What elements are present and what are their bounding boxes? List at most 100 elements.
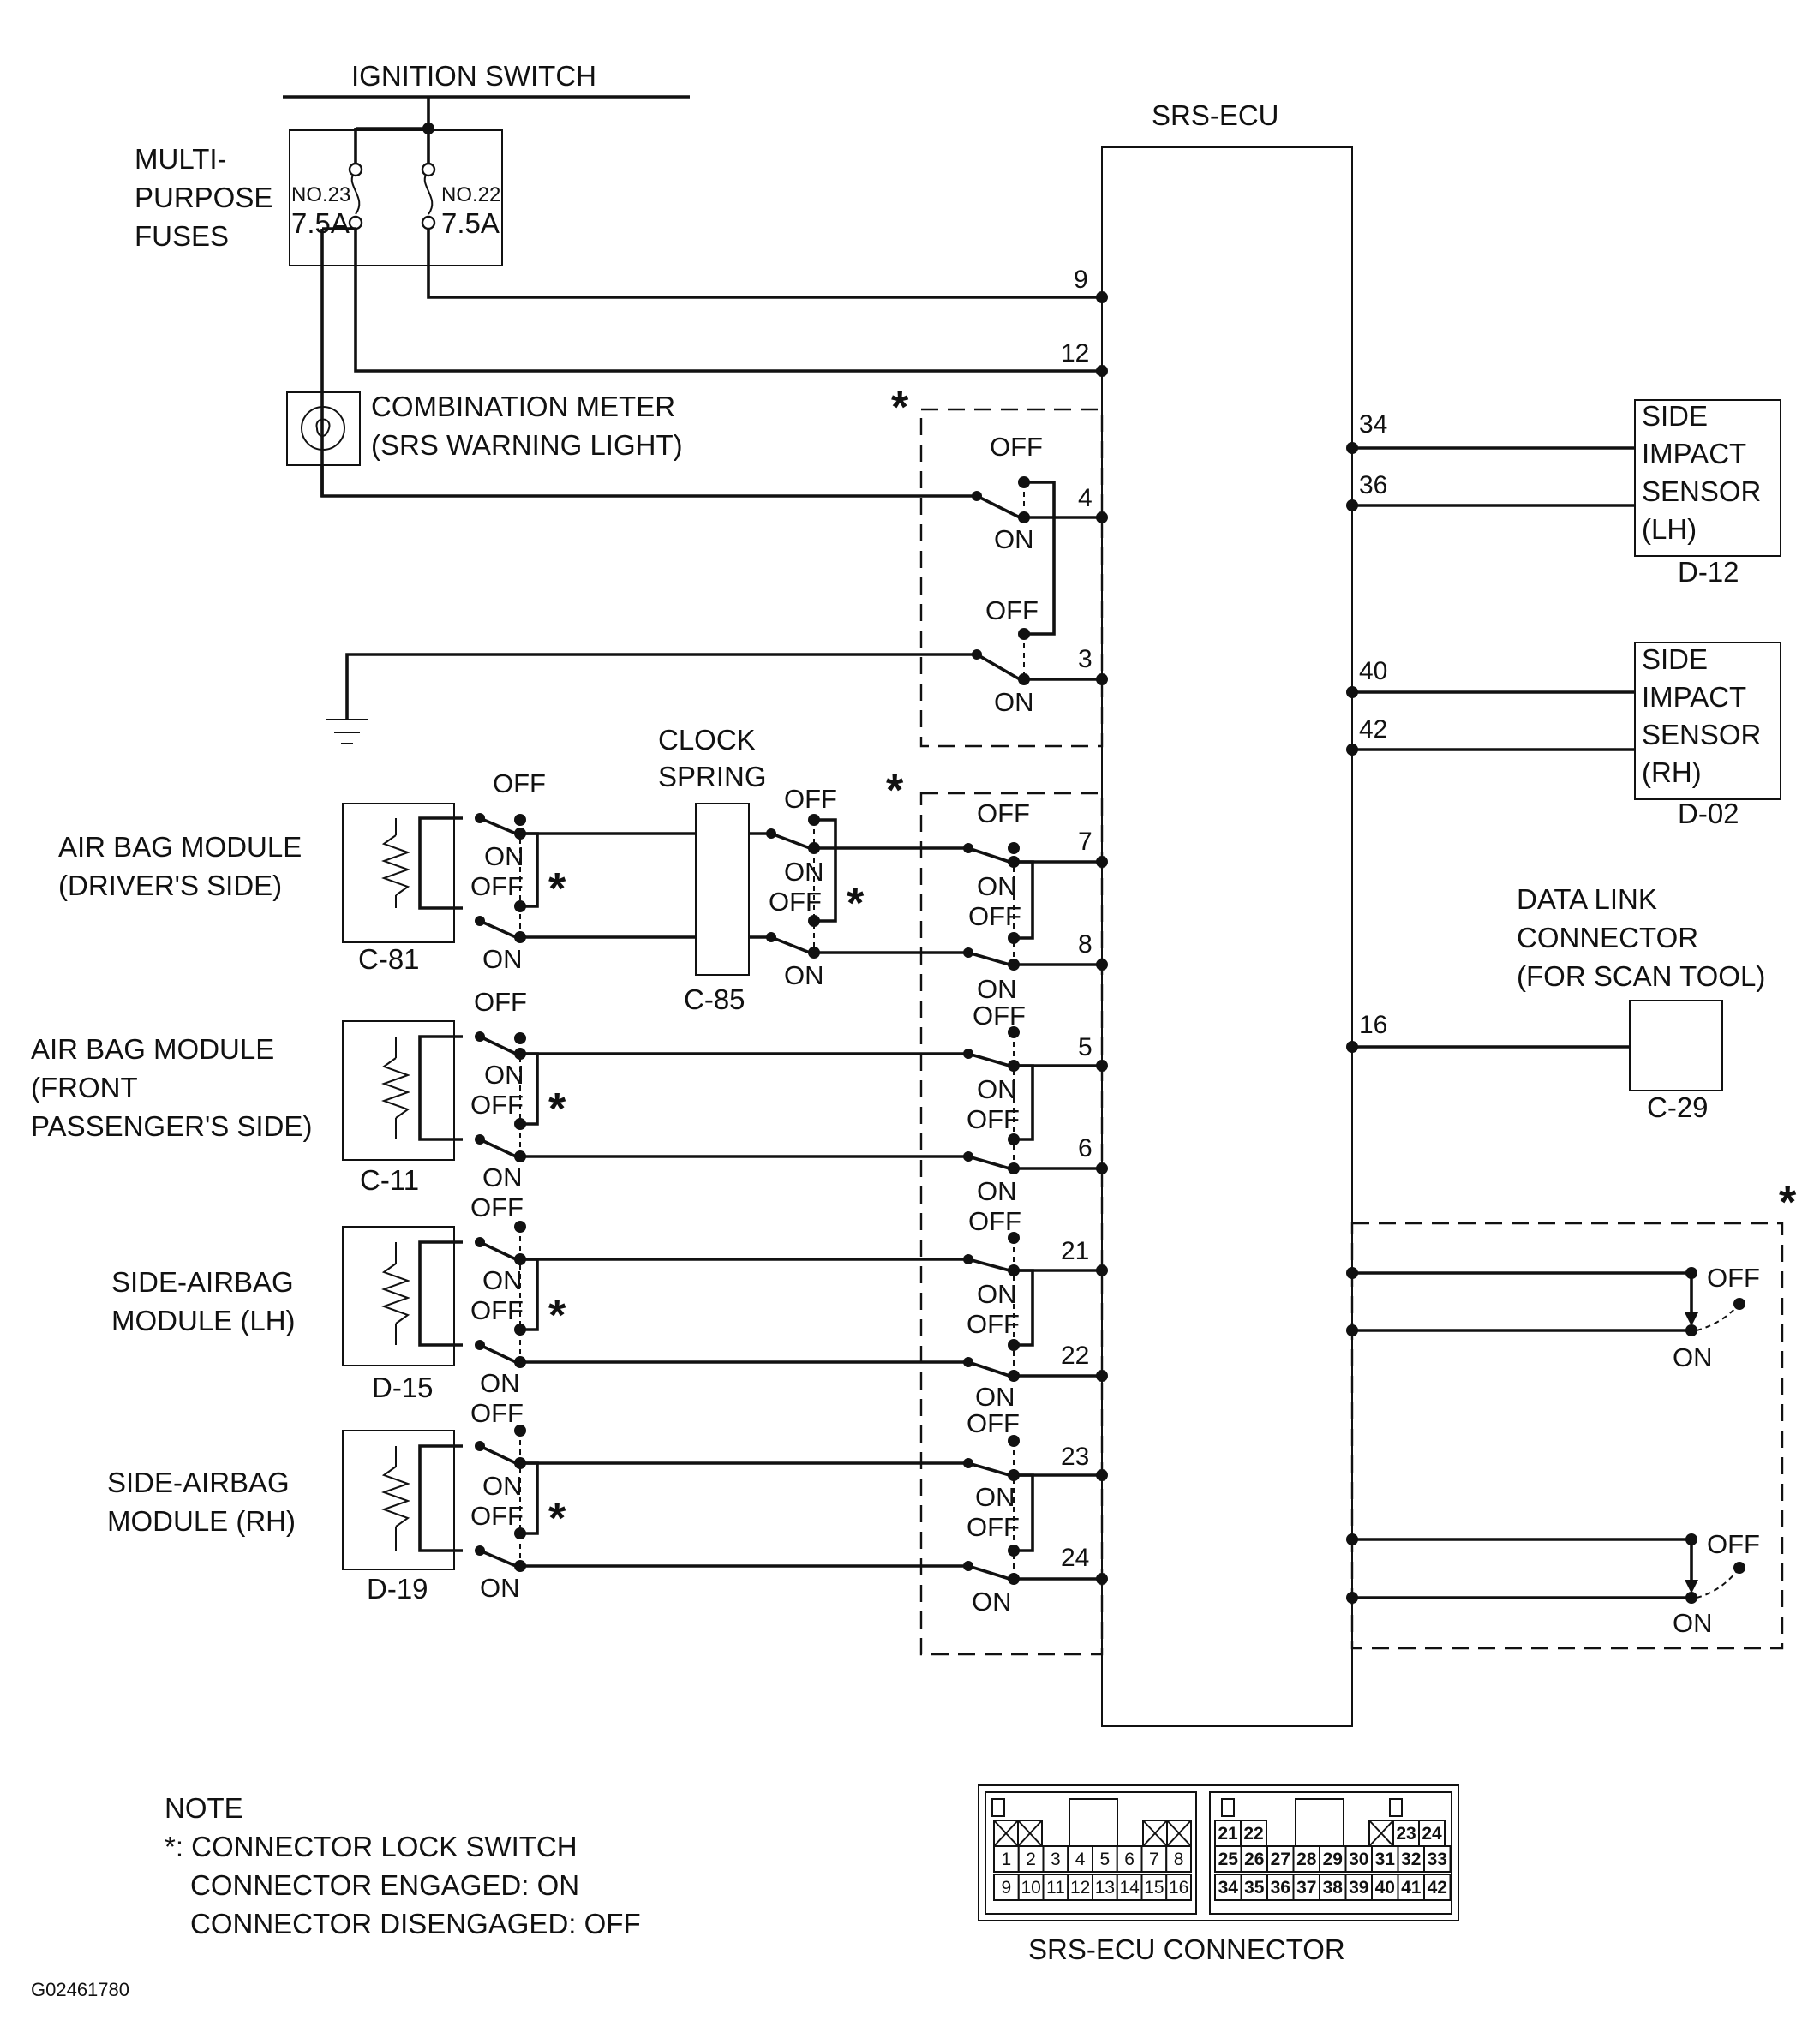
connector-cell (1423, 1874, 1452, 1901)
svg-text:ON: ON (480, 1368, 520, 1398)
data-link-connector: DATA LINK CONNECTOR (FOR SCAN TOOL) C-29 (1517, 883, 1765, 1123)
connector-pin-label: 36 (1271, 1878, 1290, 1898)
svg-text:OFF: OFF (474, 987, 527, 1017)
airbag-module-passenger: AIR BAG MODULE (FRONT PASSENGER'S SIDE) … (31, 1020, 463, 1196)
figure-id: G02461780 (31, 1979, 129, 2000)
svg-text:OFF: OFF (784, 784, 837, 814)
svg-text:SRS-ECU: SRS-ECU (1152, 99, 1279, 131)
svg-text:SIDE: SIDE (1642, 400, 1708, 432)
svg-text:ON: ON (975, 1482, 1015, 1512)
ecu-right-lock-switches: * OFF ON OFF ON (1346, 1178, 1797, 1650)
side-impact-sensor-rh: SIDE IMPACT SENSOR (RH) D-02 (1634, 642, 1781, 829)
svg-text:CLOCK: CLOCK (658, 724, 756, 756)
svg-text:SRS-ECU CONNECTOR: SRS-ECU CONNECTOR (1028, 1933, 1345, 1965)
svg-text:OFF: OFF (968, 901, 1021, 931)
connector-pin-label: 32 (1401, 1850, 1421, 1869)
connector-pin-label: 27 (1271, 1850, 1290, 1869)
connector-pin-label: 42 (1428, 1878, 1447, 1898)
svg-text:SIDE-AIRBAG: SIDE-AIRBAG (111, 1266, 294, 1298)
svg-text:ON: ON (484, 1060, 524, 1090)
connector-pin-label: 1 (1002, 1850, 1012, 1869)
svg-text:OFF: OFF (769, 887, 822, 917)
svg-text:9: 9 (1074, 266, 1088, 294)
note: NOTE *: CONNECTOR LOCK SWITCH CONNECTOR … (165, 1792, 641, 1939)
svg-text:(FRONT: (FRONT (31, 1072, 138, 1103)
svg-text:34: 34 (1359, 410, 1387, 439)
svg-text:7: 7 (1078, 828, 1093, 856)
connector-pin-label: 6 (1124, 1850, 1135, 1869)
connector-pin-label: 37 (1296, 1878, 1316, 1898)
connector-pin-label: 4 (1075, 1850, 1086, 1869)
svg-text:CONNECTOR: CONNECTOR (1517, 922, 1698, 953)
svg-text:IGNITION SWITCH: IGNITION SWITCH (351, 60, 596, 92)
svg-text:*: * (548, 1494, 566, 1544)
connector-cell (1140, 1845, 1168, 1873)
svg-text:NO.23: NO.23 (291, 183, 350, 206)
svg-text:OFF: OFF (493, 768, 546, 798)
svg-text:(RH): (RH) (1642, 756, 1702, 788)
svg-text:D-12: D-12 (1678, 556, 1739, 588)
svg-text:CONNECTOR DISENGAGED: OFF: CONNECTOR DISENGAGED: OFF (190, 1908, 641, 1939)
svg-text:SENSOR: SENSOR (1642, 475, 1761, 507)
svg-text:*: CONNECTOR LOCK SWITCH: *: CONNECTOR LOCK SWITCH (165, 1831, 578, 1862)
svg-text:AIR BAG MODULE: AIR BAG MODULE (58, 831, 302, 863)
svg-text:24: 24 (1061, 1544, 1089, 1572)
connector-pin-label: 9 (1002, 1878, 1012, 1898)
connector-pin-label: 22 (1243, 1824, 1263, 1844)
svg-text:OFF: OFF (1707, 1529, 1760, 1559)
svg-text:*: * (548, 1291, 566, 1341)
svg-text:ON: ON (480, 1573, 520, 1603)
svg-text:NOTE: NOTE (165, 1792, 243, 1824)
connector-pin-label: 15 (1144, 1878, 1164, 1898)
svg-text:PURPOSE: PURPOSE (135, 182, 272, 213)
svg-text:SIDE-AIRBAG: SIDE-AIRBAG (107, 1467, 290, 1498)
svg-text:(SRS WARNING LIGHT): (SRS WARNING LIGHT) (371, 429, 683, 461)
svg-text:SPRING: SPRING (658, 761, 767, 792)
connector-pin-label: 23 (1396, 1824, 1416, 1844)
svg-text:ON: ON (1673, 1608, 1713, 1638)
connector-pin-label: 31 (1375, 1850, 1396, 1869)
passenger-module-switch: OFF ON OFF ON * (470, 987, 968, 1192)
svg-text:(LH): (LH) (1642, 513, 1697, 545)
connector-pin-label: 39 (1349, 1878, 1368, 1898)
svg-text:ON: ON (482, 1471, 523, 1501)
connector-cell (993, 1874, 1020, 1901)
svg-text:6: 6 (1078, 1134, 1093, 1162)
svg-text:22: 22 (1061, 1342, 1089, 1370)
svg-text:ON: ON (975, 1382, 1015, 1412)
svg-text:D-19: D-19 (367, 1573, 428, 1605)
svg-text:AIR BAG MODULE: AIR BAG MODULE (31, 1033, 274, 1065)
svg-text:ON: ON (977, 1074, 1017, 1104)
svg-text:42: 42 (1359, 715, 1387, 744)
side-airbag-module-lh: SIDE-AIRBAG MODULE (LH) D-15 (111, 1226, 463, 1403)
connector-cell (1214, 1845, 1242, 1873)
svg-text:*: * (548, 864, 566, 914)
connector-pin-label: 26 (1244, 1850, 1264, 1869)
svg-text:OFF: OFF (967, 1309, 1020, 1339)
power-feed-wires (320, 227, 1102, 497)
svg-text:SENSOR: SENSOR (1642, 719, 1761, 750)
svg-text:FUSES: FUSES (135, 220, 229, 252)
side-airbag-module-rh: SIDE-AIRBAG MODULE (RH) D-19 (107, 1430, 463, 1605)
svg-text:OFF: OFF (977, 798, 1030, 828)
svg-text:ON: ON (482, 944, 523, 974)
svg-text:MODULE (LH): MODULE (LH) (111, 1305, 296, 1336)
connector-pin-label: 35 (1244, 1878, 1265, 1898)
connector-pin-label: 10 (1021, 1878, 1040, 1898)
svg-text:23: 23 (1061, 1443, 1089, 1471)
svg-text:*: * (891, 383, 909, 433)
ecu-switch-pin23-24: OFF ON OFF ON (963, 1408, 1102, 1617)
svg-text:8: 8 (1078, 930, 1093, 959)
svg-text:OFF: OFF (470, 1192, 524, 1222)
svg-text:ON: ON (977, 1176, 1017, 1206)
svg-text:MODULE (RH): MODULE (RH) (107, 1505, 296, 1537)
svg-text:OFF: OFF (990, 432, 1043, 462)
svg-text:ON: ON (994, 524, 1034, 554)
connector-pin-label: 2 (1026, 1850, 1036, 1869)
svg-text:*: * (548, 1085, 566, 1134)
svg-text:21: 21 (1061, 1237, 1089, 1265)
